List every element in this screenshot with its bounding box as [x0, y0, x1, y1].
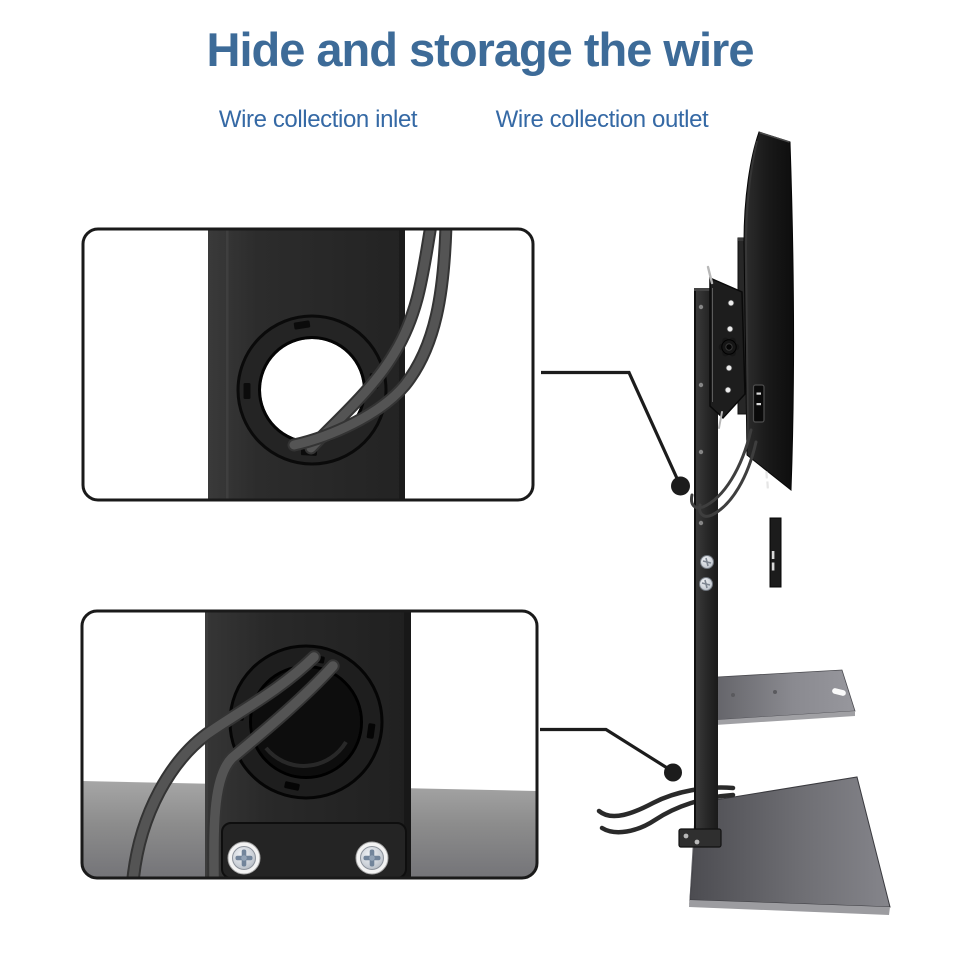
inlet-callout	[541, 370, 690, 496]
middle-shelf	[699, 669, 856, 726]
adjustment-knob	[718, 337, 740, 357]
outlet-inset-frame	[80, 609, 539, 880]
inlet-column-bevel	[226, 229, 229, 500]
inlet-cables	[287, 229, 453, 455]
panel-screw-left	[227, 841, 261, 875]
tilt-bracket	[706, 265, 746, 429]
column-foot-bracket	[678, 828, 722, 848]
stand-side-view	[596, 131, 891, 915]
inlet-inset-frame	[81, 227, 535, 502]
outlet-inset	[80, 609, 539, 880]
bracket-cable-loop	[690, 428, 758, 518]
outlet-column-shade	[404, 611, 411, 878]
inlet-callout-line	[541, 370, 682, 486]
inlet-callout-dot	[671, 476, 690, 496]
rail-end-below-tv	[769, 517, 782, 588]
outlet-callout-line	[540, 727, 673, 773]
outlet-screw-panel	[221, 822, 407, 878]
bracket-pin-bottom	[718, 411, 723, 429]
outlet-label: Wire collection outlet	[495, 106, 709, 133]
inlet-inset	[81, 227, 535, 502]
inlet-column-shade	[399, 229, 405, 500]
panel-screw-right	[355, 841, 389, 875]
outlet-cables	[126, 650, 340, 878]
base-plate	[689, 776, 891, 915]
outlet-callout	[540, 727, 682, 782]
outlet-callout-dot	[664, 763, 682, 782]
bracket-pin-top	[706, 265, 714, 285]
tv-side-profile	[743, 131, 795, 492]
column-screw-lower	[699, 577, 713, 591]
shelf-handle-slot	[832, 688, 846, 696]
inlet-label: Wire collection inlet	[218, 106, 418, 133]
column-screw-upper	[700, 555, 714, 569]
page-title: Hide and storage the wire	[206, 23, 755, 76]
outlet-column-bevel	[205, 611, 208, 878]
